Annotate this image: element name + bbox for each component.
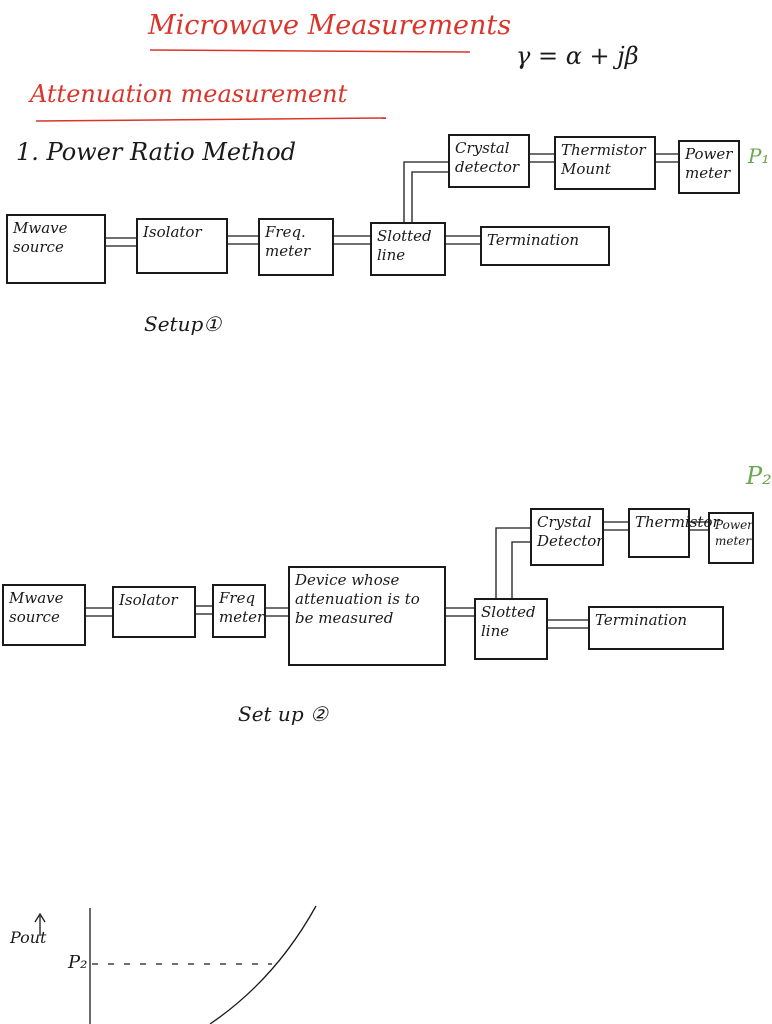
setup2-caption: Set up ② [238, 702, 328, 726]
setup2-power-meter-block: Power meter [708, 512, 754, 564]
setup1-power-label: P₁ [748, 144, 770, 168]
propagation-formula: γ = α + jβ [516, 42, 639, 70]
setup1-crystal-detector-block: Crystal detector [448, 134, 530, 188]
setup2-device-block: Device whose attenuation is to be measur… [288, 566, 446, 666]
link-slotted-detector [403, 161, 448, 222]
title-underline [149, 49, 471, 53]
setup1-power-meter-block: Power meter [678, 140, 740, 194]
setup2-power-label: P₂ [746, 462, 772, 490]
setup1-freq-meter-block: Freq. meter [258, 218, 334, 276]
graph-y-axis-label: Pout [10, 928, 47, 947]
section-heading: Attenuation measurement [30, 80, 348, 108]
setup2-crystal-detector-block: Crystal Detector [530, 508, 604, 566]
subtitle-underline [35, 117, 387, 122]
link-slotted-detector [411, 171, 448, 222]
setup2-isolator-block: Isolator [112, 586, 196, 638]
setup2-mwave-source-block: Mwave source [2, 584, 86, 646]
setup2-thermistor-block: Thermistor [628, 508, 720, 558]
method-heading: 1. Power Ratio Method [16, 138, 297, 166]
setup2-slotted-line-block: Slotted line [474, 598, 548, 660]
link2-slotted-detector [495, 527, 530, 598]
graph-p2-label: P₂ [68, 952, 88, 973]
setup1-slotted-line-block: Slotted line [370, 222, 446, 276]
setup2-termination-block: Termination [588, 606, 724, 650]
setup1-mwave-source-block: Mwave source [6, 214, 106, 284]
setup1-thermistor-mount-block: Thermistor Mount [554, 136, 656, 190]
page-title: Microwave Measurements [148, 10, 512, 41]
setup2-freq-meter-block: Freq meter [212, 584, 266, 638]
link2-slotted-detector [511, 541, 530, 598]
graph-y-arrow-head [34, 912, 46, 923]
graph-curve [209, 905, 317, 1024]
setup1-isolator-block: Isolator [136, 218, 228, 274]
setup1-caption: Setup① [144, 312, 222, 336]
setup1-termination-block: Termination [480, 226, 610, 266]
